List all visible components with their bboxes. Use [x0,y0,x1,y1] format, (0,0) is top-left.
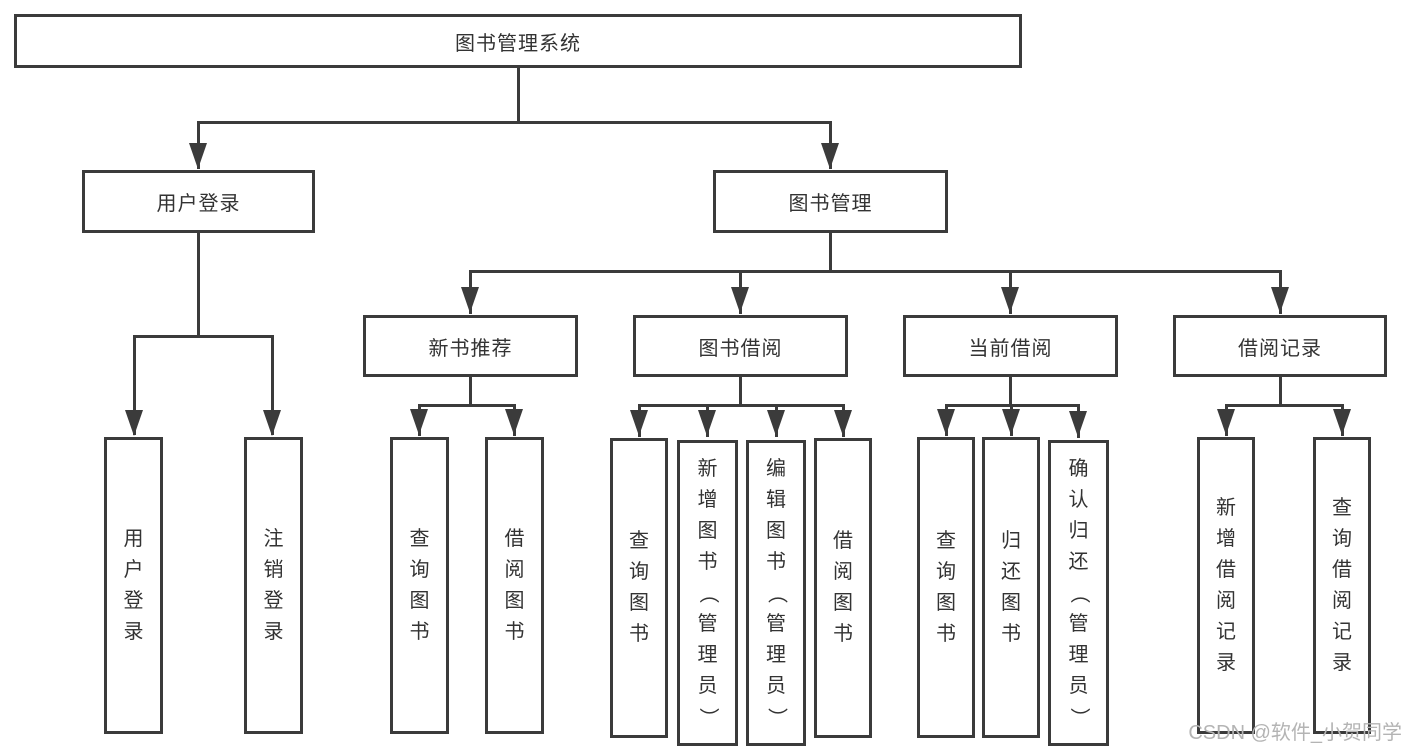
node-root-label: 图书管理系统 [455,32,581,55]
leaf-nbr-borrow-books: 借阅图书 [485,437,544,734]
node-new-book-recommend: 新书推荐 [363,315,578,377]
node-current-borrow: 当前借阅 [903,315,1118,377]
arrowhead-leaf-logout [263,410,281,436]
leaf-nbr-query-books: 查询图书 [390,437,449,734]
arrowhead-cb-query [937,409,955,435]
edge-br-rail [1225,404,1343,407]
node-borrow-records: 借阅记录 [1173,315,1387,377]
leaf-br-add-record: 新增借阅记录 [1197,437,1255,734]
edge-stem-leaf-logout [271,335,274,435]
arrowhead-book-management [821,143,839,169]
leaf-bb-borrow-books: 借阅图书 [814,438,872,738]
edge-user-login-rail [133,335,274,338]
node-current-borrow-label: 当前借阅 [968,337,1053,360]
edge-bb-rail [638,404,844,407]
edge-br-trunk [1279,374,1282,406]
edge-nbr-trunk [469,374,472,406]
csdn-watermark: CSDN @软件_小贺同学 [1188,722,1402,744]
node-book-borrow-label: 图书借阅 [698,337,783,360]
edge-groups-rail [469,270,1282,273]
node-user-login: 用户登录 [82,170,315,233]
edge-level2-rail [197,121,832,124]
arrowhead-new-book-recommend [461,287,479,313]
edge-root-trunk [517,66,520,123]
arrowhead-cb-confirm [1069,411,1087,437]
arrowhead-br-query [1333,409,1351,435]
node-book-borrow: 图书借阅 [633,315,848,377]
arrowhead-bb-add [698,410,716,436]
node-user-login-label: 用户登录 [156,193,241,215]
leaf-bb-add-books: 新增图书（管理员） [677,440,738,746]
arrowhead-bb-query [630,410,648,436]
leaf-cb-query-books: 查询图书 [917,437,975,738]
node-book-management: 图书管理 [713,170,948,233]
leaf-logout: 注销登录 [244,437,303,734]
node-borrow-records-label: 借阅记录 [1238,337,1322,360]
node-new-book-recommend-label: 新书推荐 [428,337,513,360]
arrowhead-book-borrow [731,287,749,313]
arrowhead-br-add [1217,409,1235,435]
leaf-user-login: 用户登录 [104,437,163,734]
arrowhead-user-login [189,143,207,169]
arrowhead-borrow-records [1271,287,1289,313]
edge-stem-leaf-user-login [133,335,136,435]
arrowhead-nbr-query [410,409,428,435]
arrowhead-leaf-user-login [125,410,143,436]
edge-cb-trunk [1009,374,1012,406]
node-root: 图书管理系统 [14,14,1022,68]
arrowhead-cb-return [1002,409,1020,435]
edge-bb-trunk [739,374,742,406]
edge-nbr-rail [418,404,516,407]
arrowhead-current-borrow [1001,287,1019,313]
arrowhead-nbr-borrow [505,409,523,435]
leaf-bb-query-books: 查询图书 [610,438,668,738]
arrowhead-bb-borrow [834,410,852,436]
edge-user-login-trunk [197,231,200,337]
node-book-management-label: 图书管理 [788,193,873,215]
leaf-cb-return-books: 归还图书 [982,437,1040,738]
leaf-cb-confirm-return: 确认归还（管理员） [1048,440,1109,746]
arrowhead-bb-edit [767,410,785,436]
edge-book-management-trunk [829,231,832,272]
leaf-br-query-record: 查询借阅记录 [1313,437,1371,734]
leaf-bb-edit-books: 编辑图书（管理员） [746,440,806,746]
